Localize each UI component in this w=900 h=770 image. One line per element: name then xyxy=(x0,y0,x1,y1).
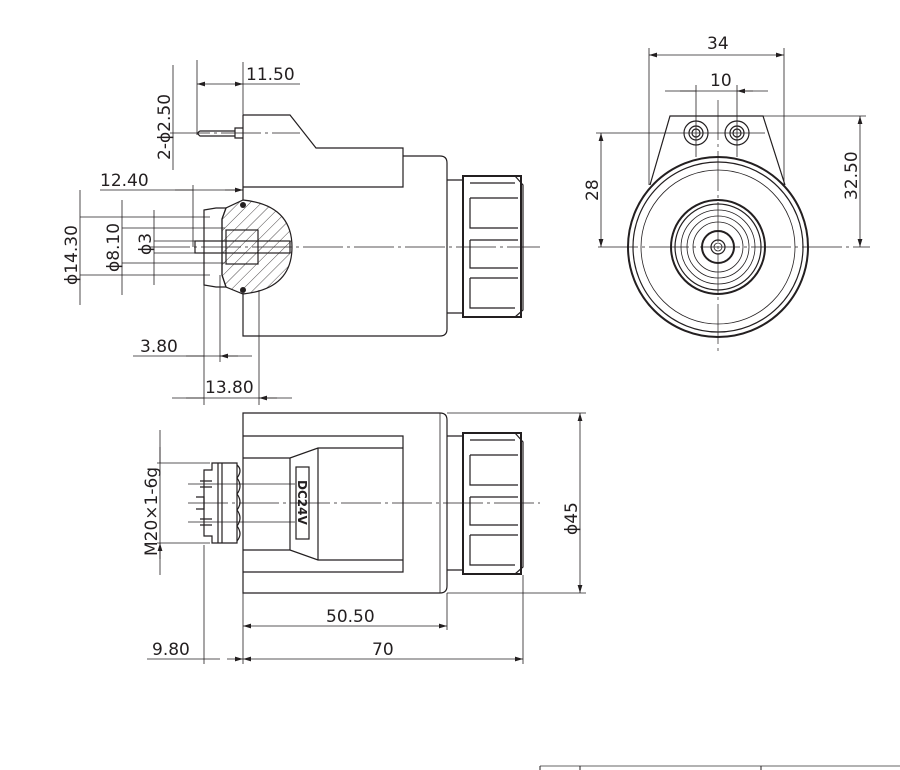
dim-total-length: 70 xyxy=(372,640,394,660)
dim-nut-width: 3.80 xyxy=(140,337,178,357)
dim-inner-diameter: ϕ3 xyxy=(136,233,156,255)
dim-body-length: 50.50 xyxy=(326,607,375,627)
knob-neck-bottom xyxy=(447,435,463,571)
dim-pin-spacing: 10 xyxy=(710,71,732,91)
dim-outer-diameter: ϕ14.30 xyxy=(62,225,82,285)
dim-connector-length: 12.40 xyxy=(100,171,149,191)
bottom-view: DC24V M20×1-6g ϕ45 50.50 70 9.80 xyxy=(142,412,586,664)
dim-pin-offset: 11.50 xyxy=(246,65,295,85)
front-view: 34 10 28 32.50 xyxy=(583,34,870,355)
coil-body-bottom xyxy=(242,412,448,594)
title-block-edge xyxy=(539,765,900,770)
dim-mid-diameter: ϕ8.10 xyxy=(104,223,124,272)
side-view: 11.50 2-ϕ2.50 12.40 ϕ14.30 ϕ8.10 ϕ3 3.80… xyxy=(62,60,540,405)
dim-body-diameter: ϕ45 xyxy=(562,502,582,535)
hex-nut xyxy=(203,207,227,288)
dim-connector-depth: 13.80 xyxy=(205,378,254,398)
knob-bottom xyxy=(462,432,524,575)
bracket xyxy=(649,115,786,186)
dim-thread: M20×1-6g xyxy=(142,467,162,556)
dim-thread-length: 9.80 xyxy=(152,640,190,660)
dim-bracket-height: 32.50 xyxy=(842,151,862,200)
knob-neck xyxy=(447,179,463,314)
dim-pin-height: 28 xyxy=(583,179,603,201)
knob xyxy=(462,175,524,318)
dim-bracket-width: 34 xyxy=(707,34,729,54)
terminal-box xyxy=(243,114,404,188)
dim-pin-diameter: 2-ϕ2.50 xyxy=(155,94,175,160)
